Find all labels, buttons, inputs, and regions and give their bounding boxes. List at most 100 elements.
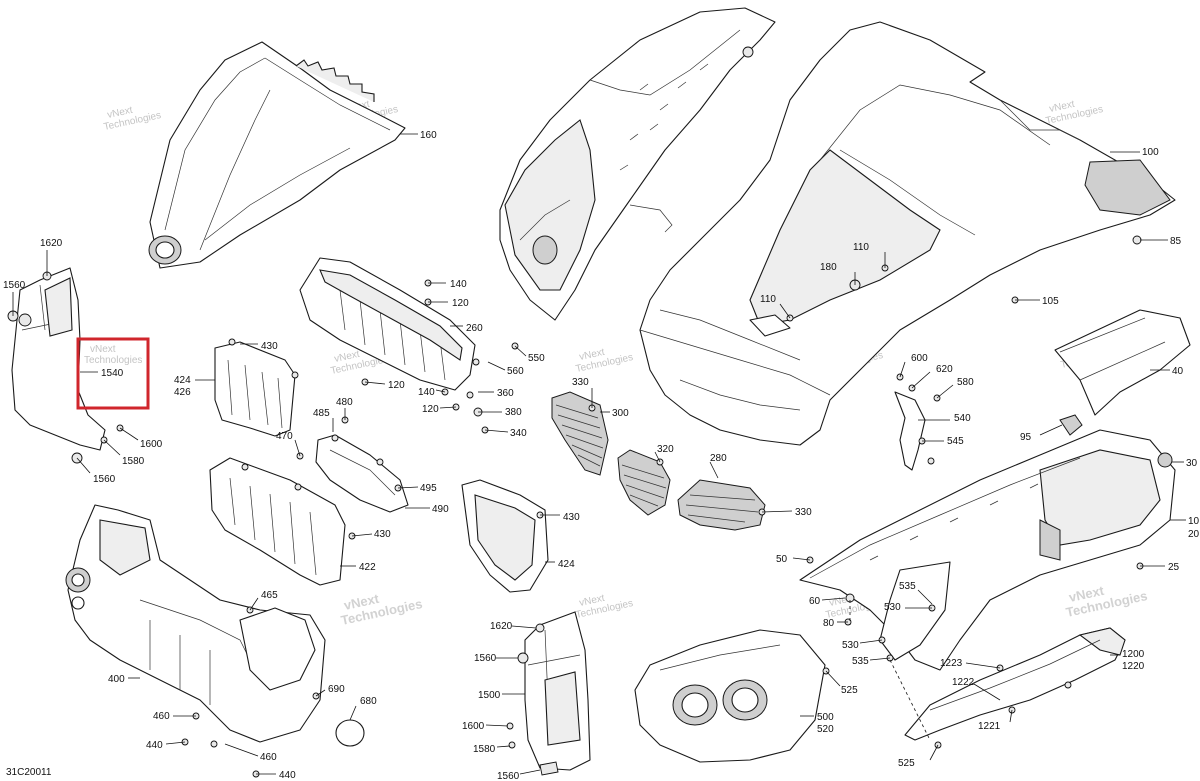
callout-label: 500	[817, 712, 834, 723]
callout-label: 460	[153, 711, 170, 722]
highlight-callout-label: 1540	[101, 368, 124, 379]
callout-label: 440	[279, 770, 296, 781]
callout-label: 520	[817, 724, 834, 735]
callout-label: 100	[1142, 147, 1159, 158]
callout-label: 422	[359, 562, 376, 573]
part-10-rear-body	[799, 429, 1176, 671]
callout-label: 1560	[497, 771, 520, 781]
callout-label: 426	[174, 387, 191, 398]
callout-label: 140	[450, 279, 467, 290]
callout-label: 620	[936, 364, 953, 375]
watermark-line1: vNext	[578, 593, 606, 609]
callout-label: 465	[261, 590, 278, 601]
callout-label: 430	[261, 341, 278, 352]
callout-label: 1620	[490, 621, 513, 632]
callout-label: 495	[420, 483, 437, 494]
callout-label: 470	[276, 431, 293, 442]
callout-label: 540	[954, 413, 971, 424]
callout-label: 260	[466, 323, 483, 334]
callout-label: 1500	[478, 690, 501, 701]
callout-label: 480	[336, 397, 353, 408]
callout-label: 30	[1186, 458, 1198, 469]
part-160-front-cover	[148, 41, 406, 269]
callout-label: 25	[1168, 562, 1180, 573]
callout-label: 1223	[940, 658, 963, 669]
part-500-headlight	[634, 629, 826, 763]
callouts: 160 100 85 110 180 110 105 1620 1560 140…	[3, 130, 1200, 781]
callout-label: 1580	[473, 744, 496, 755]
callout-label: 120	[422, 404, 439, 415]
callout-label: 330	[795, 507, 812, 518]
callout-label: 1600	[140, 439, 163, 450]
callout-label: 360	[497, 388, 514, 399]
callout-label: 95	[1020, 432, 1032, 443]
watermark-line1: vNext	[578, 347, 606, 363]
part-424-bracket	[214, 341, 296, 437]
watermark-line1: vNext	[1048, 99, 1076, 115]
callout-label: 110	[853, 242, 869, 253]
watermark-line1: vNext	[90, 344, 116, 355]
callout-label: 430	[563, 512, 580, 523]
callout-label: 1560	[93, 474, 116, 485]
callout-label: 60	[809, 596, 821, 607]
callout-label: 535	[899, 581, 916, 592]
callout-label: 424	[558, 559, 575, 570]
callout-label: 400	[108, 674, 125, 685]
callout-label: 40	[1172, 366, 1184, 377]
callout-label: 1600	[462, 721, 485, 732]
callout-label: 280	[710, 453, 727, 464]
callout-label: 460	[260, 752, 277, 763]
callout-label: 180	[820, 262, 837, 273]
callout-label: 120	[452, 298, 469, 309]
callout-label: 535	[852, 656, 869, 667]
callout-label: 525	[898, 758, 915, 769]
callout-label: 1221	[978, 721, 1001, 732]
callout-label: 424	[174, 375, 191, 386]
part-320-grille	[617, 449, 671, 516]
callout-label: 1580	[122, 456, 145, 467]
callout-label: 330	[572, 377, 589, 388]
callout-label: 1620	[40, 238, 63, 249]
callout-label: 690	[328, 684, 345, 695]
callout-label: 485	[313, 408, 330, 419]
part-left-fender	[499, 7, 776, 321]
callout-label: 490	[432, 504, 449, 515]
callout-label: 320	[657, 444, 674, 455]
watermark-line1: vNext	[333, 349, 361, 365]
assembly-lines	[849, 600, 931, 741]
callout-label: 105	[1042, 296, 1059, 307]
watermark-line2: Technologies	[84, 355, 142, 366]
highlight-box	[76, 337, 150, 410]
callout-label: 120	[388, 380, 405, 391]
part-490-bracket	[315, 434, 409, 513]
part-1500-side-panel	[524, 611, 591, 771]
callout-label: 680	[360, 696, 377, 707]
callout-label: 440	[146, 740, 163, 751]
part-300-grille	[551, 391, 609, 476]
watermark-line1: vNext	[106, 105, 134, 121]
callout-label: 530	[884, 602, 901, 613]
callout-label: 1220	[1122, 661, 1145, 672]
callout-label: 430	[374, 529, 391, 540]
callout-label: 160	[420, 130, 437, 141]
watermark-line1: vNext	[343, 591, 381, 613]
part-40-panel	[1054, 309, 1191, 416]
callout-label: 110	[760, 294, 776, 305]
callout-label: 560	[507, 366, 524, 377]
callout-label: 525	[841, 685, 858, 696]
callout-label: 550	[528, 353, 545, 364]
callout-label: 10	[1188, 516, 1200, 527]
part-680-cap	[335, 719, 365, 747]
part-1200-rail	[904, 627, 1126, 741]
callout-label: 530	[842, 640, 859, 651]
callout-label: 580	[957, 377, 974, 388]
diagram-code: 31C20011	[6, 767, 52, 778]
part-400-lower-body	[65, 504, 326, 743]
